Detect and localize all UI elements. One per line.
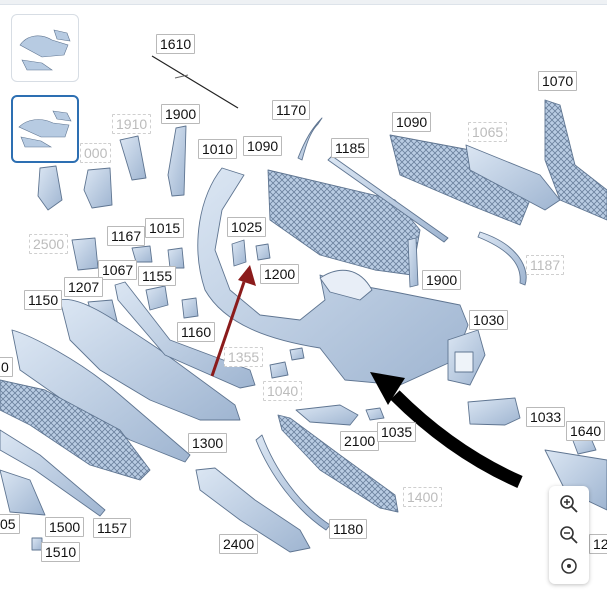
part-small-clip: [289, 347, 305, 361]
callout-1040[interactable]: 1040: [263, 381, 303, 401]
callout-12-edge[interactable]: 12: [589, 534, 607, 554]
part-1900-right-strut: [407, 237, 419, 288]
part-1160-strip: [114, 281, 256, 389]
part-1033-fog-housing: [467, 397, 521, 426]
zoom-in-icon: [560, 495, 578, 513]
part-1355-clip: [269, 361, 289, 379]
callout-2100[interactable]: 2100: [340, 431, 380, 451]
part-1070-rail: [544, 99, 607, 221]
callout-1910[interactable]: 1910: [112, 114, 152, 134]
callout-1150[interactable]: 1150: [24, 290, 63, 310]
zoom-out-button[interactable]: [549, 520, 589, 550]
part-1030-hole: [454, 351, 474, 373]
callout-1500[interactable]: 1500: [45, 517, 85, 537]
part-1167-clip: [131, 245, 153, 263]
reset-view-icon: [561, 558, 577, 574]
part-1035-clip: [365, 407, 385, 421]
callout-1170[interactable]: 1170: [272, 100, 311, 120]
highlight-arrow: [210, 265, 256, 377]
callout-1033[interactable]: 1033: [526, 407, 566, 427]
callout-1300[interactable]: 1300: [188, 433, 228, 453]
callout-1157[interactable]: 1157: [93, 518, 132, 538]
part-1155-bracket: [145, 285, 169, 311]
part-1025-clip: [231, 239, 247, 267]
part-2400-bracket: [195, 467, 311, 553]
callout-1010[interactable]: 1010: [198, 139, 238, 159]
bumper-cutout: [319, 269, 373, 301]
callout-1160[interactable]: 1160: [177, 322, 216, 342]
small-clip-1610: [174, 74, 189, 79]
part-2100-piece: [295, 404, 359, 426]
part-1200-clip: [255, 243, 271, 261]
callout-1030[interactable]: 1030: [469, 310, 509, 330]
callout-1180[interactable]: 1180: [329, 519, 368, 539]
parts-overview-thumbnail-icon: [19, 29, 71, 71]
callout-000[interactable]: 000: [80, 143, 112, 163]
bumper-assembly-thumbnail-icon: [18, 110, 72, 148]
callout-1200[interactable]: 1200: [260, 264, 300, 284]
part-1010-front-bumper-cover: [197, 167, 469, 386]
zoom-in-button[interactable]: [549, 489, 589, 519]
part-2500-bracket: [71, 237, 99, 271]
part-1910-bracket: [119, 135, 147, 181]
part-1015-clip: [167, 247, 185, 269]
callout-1355[interactable]: 1355: [224, 347, 264, 367]
reset-view-button[interactable]: [549, 551, 589, 581]
callout-1167[interactable]: 1167: [107, 226, 146, 246]
part-1157-strip: [0, 429, 106, 517]
callout-1400[interactable]: 1400: [403, 487, 443, 507]
callout-1900-right[interactable]: 1900: [422, 270, 462, 290]
callout-1155[interactable]: 1155: [138, 266, 177, 286]
part-1065-trim: [465, 144, 561, 211]
callout-2500[interactable]: 2500: [29, 234, 69, 254]
callout-1067[interactable]: 1067: [98, 260, 138, 280]
part-1180-wire: [255, 434, 331, 531]
zoom-controls: [549, 486, 589, 584]
callout-1090[interactable]: 1090: [243, 136, 283, 156]
part-1400-lower-mesh: [277, 414, 399, 513]
callout-1035[interactable]: 1035: [377, 422, 417, 442]
part-1090-grille: [267, 169, 421, 276]
callout-1640[interactable]: 1640: [566, 421, 606, 441]
callout-1900[interactable]: 1900: [161, 104, 201, 124]
callout-1015[interactable]: 1015: [145, 218, 185, 238]
leader-line-1610: [151, 55, 239, 109]
callout-2400[interactable]: 2400: [219, 534, 259, 554]
pointer-arrow: [370, 372, 523, 488]
callout-0-edge[interactable]: 0: [0, 357, 13, 377]
callout-1065[interactable]: 1065: [468, 122, 508, 142]
thumbnail-view-2[interactable]: [11, 95, 79, 163]
callout-1207[interactable]: 1207: [64, 277, 104, 297]
callout-1025[interactable]: 1025: [227, 217, 267, 237]
part-1160-clip: [181, 297, 199, 319]
part-1300-lower-valance: [11, 329, 191, 463]
callout-1185[interactable]: 1185: [331, 138, 370, 158]
callout-1187[interactable]: 1187: [526, 255, 565, 275]
part-1185-strip: [327, 155, 449, 243]
thumbnail-view-1[interactable]: [11, 14, 79, 82]
callout-1510[interactable]: 1510: [41, 542, 81, 562]
callout-1070[interactable]: 1070: [538, 71, 578, 91]
part-left-bracket: [37, 165, 63, 211]
part-1207-diffuser-trim: [59, 298, 241, 421]
part-05-corner: [0, 469, 46, 516]
part-1150-lower-mesh: [0, 379, 151, 481]
callout-1610[interactable]: 1610: [156, 34, 196, 54]
part-right-lower-piece: [544, 449, 607, 511]
zoom-out-icon: [560, 526, 578, 544]
part-1187-wire: [477, 231, 527, 286]
part-1170-strip: [297, 117, 323, 161]
callout-1090-top[interactable]: 1090: [392, 112, 432, 132]
part-1900-strut: [167, 125, 187, 197]
top-toolbar-strip: [0, 0, 607, 5]
callout-05-edge[interactable]: 05: [0, 514, 20, 534]
part-000-bracket: [83, 167, 113, 209]
